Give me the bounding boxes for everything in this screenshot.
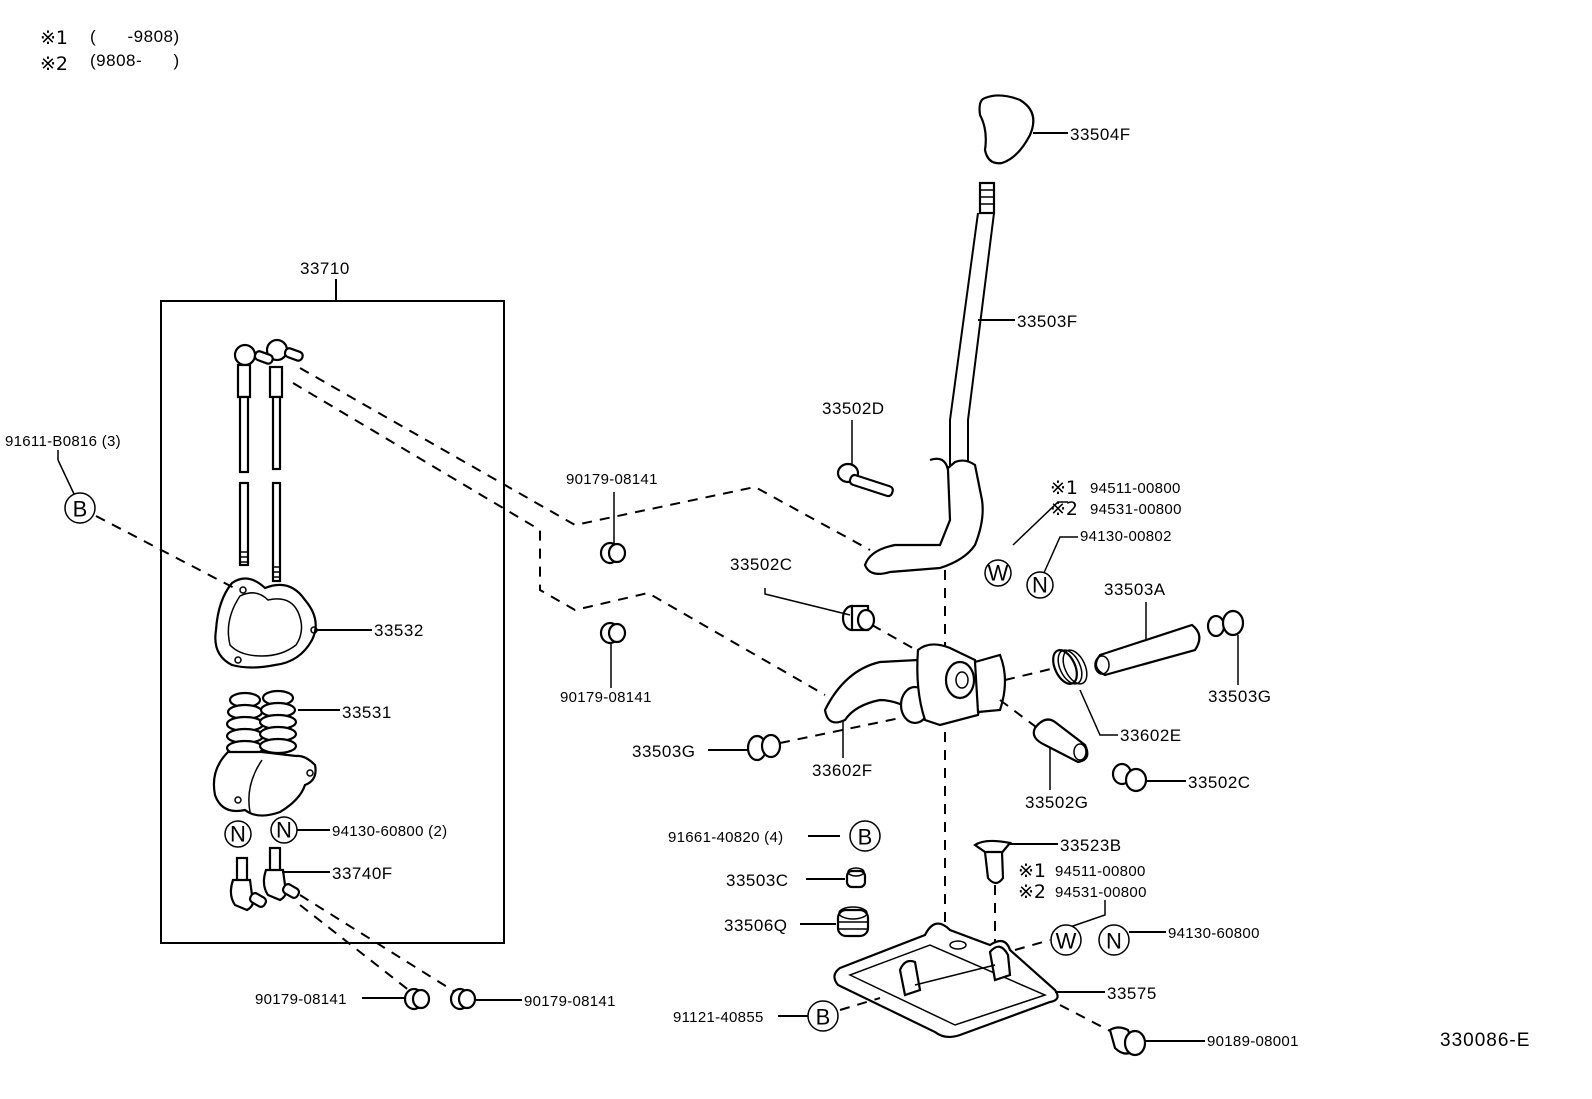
damper-33506Q [800,906,870,938]
nut-symbol-right: N [270,816,298,844]
note-range-2: (9808- ) [90,51,180,70]
label-bolt-b-mid[interactable]: 91661-40820 (4) [668,829,783,846]
boot-33531 [212,689,340,817]
spring-33602E [1052,649,1118,736]
bushing-33503G-right [1206,609,1245,685]
label-33710[interactable]: 33710 [300,259,350,278]
label-33504F[interactable]: 33504F [1070,125,1131,144]
label-bolt-b-lower[interactable]: 91121-40855 [673,1009,764,1026]
shift-knob-33504F [978,94,1068,165]
cable-assembly-box [160,300,505,944]
collar-33502G [1032,718,1089,790]
cable-ends-33740F [229,846,330,912]
label-33523B[interactable]: 33523B [1060,836,1122,855]
nut-symbol-lower: N [1098,924,1130,956]
bushing-33502C-top [764,588,876,632]
applicability-notes: ※1 ( -9808) ※2 (9808- ) [40,27,180,75]
label-33503A[interactable]: 33503A [1104,580,1166,599]
label-clip-upper[interactable]: 90179-08141 [566,471,658,488]
label-33575[interactable]: 33575 [1107,984,1157,1003]
note-mark-1: ※1 [40,27,68,49]
label-33740F[interactable]: 33740F [332,864,393,883]
label-nut-lower[interactable]: 94130-60800 [1168,925,1260,942]
nut-symbol-left: N [224,820,252,848]
label-33503C[interactable]: 33503C [726,871,789,890]
gasket-33532 [214,577,372,669]
bushing-33503C [806,867,867,889]
bolt-symbol-text: B [73,497,88,522]
label-33503G-right[interactable]: 33503G [1208,687,1272,706]
lever-33602F [823,643,1007,758]
bracket-33523B [973,839,1058,885]
bushing-33503G-left [708,733,782,762]
label-33503F[interactable]: 33503F [1017,312,1078,331]
label-washer2-upper[interactable]: 94531-00800 [1090,501,1182,518]
label-clip-90189[interactable]: 90189-08001 [1207,1033,1299,1050]
label-33503G-left[interactable]: 33503G [632,742,696,761]
label-washer2-lower[interactable]: 94531-00800 [1055,884,1147,901]
clip-90189 [1108,1026,1205,1057]
bolt-33502D [836,420,894,498]
label-33502C-top[interactable]: 33502C [730,555,793,574]
pin-33503A [1094,602,1201,677]
washer-symbol-upper: W [984,559,1012,587]
label-nut-upper[interactable]: 94130-00802 [1080,528,1172,545]
label-33531[interactable]: 33531 [342,703,392,722]
nut-symbol-text: N [230,822,246,847]
note-mark-2: ※2 [40,53,68,75]
bolt-symbol-mid: B [849,820,881,852]
washer-symbol-text: W [1056,929,1077,954]
label-clip-lower-left[interactable]: 90179-08141 [255,991,347,1008]
label-nut-cable[interactable]: 94130-60800 (2) [332,823,447,840]
label-clip-middle[interactable]: 90179-08141 [560,689,652,706]
clip-lower-left [403,987,431,1011]
label-bolt-b-left[interactable]: 91611-B0816 (3) [5,433,121,450]
mark-1-lower: ※1 [1018,860,1046,882]
clip-lower-right [449,987,477,1011]
label-washer1-lower[interactable]: 94511-00800 [1055,863,1146,880]
cable-rods [233,338,304,583]
bolt-symbol-left: B [64,492,96,524]
washer-symbol-text: W [988,561,1009,586]
label-washer1-upper[interactable]: 94511-00800 [1090,480,1181,497]
illustration-code: 330086-E [1440,1030,1530,1051]
nut-symbol-upper: N [1026,571,1054,599]
shift-lever-33503F [863,181,1015,575]
nut-symbol-text: N [276,818,292,843]
label-33532[interactable]: 33532 [374,621,424,640]
label-33502C-bottom[interactable]: 33502C [1188,773,1251,792]
base-33575 [833,922,1105,1039]
note-range-1: ( -9808) [90,27,180,46]
mark-1-upper: ※1 [1050,477,1078,499]
bolt-symbol-lower: B [807,1000,839,1032]
cable-assembly-group: 33710 33532 [160,259,505,944]
label-33602E[interactable]: 33602E [1120,726,1182,745]
label-33602F[interactable]: 33602F [812,761,873,780]
clip-upper [599,492,627,565]
nut-symbol-text: N [1106,929,1122,954]
label-33506Q[interactable]: 33506Q [724,916,788,935]
bolt-symbol-text: B [858,825,873,850]
washer-symbol-lower: W [1050,924,1082,956]
mark-2-lower: ※2 [1018,881,1046,903]
nut-symbol-text: N [1032,573,1048,598]
clip-middle [599,621,627,688]
label-33502G[interactable]: 33502G [1025,793,1089,812]
bolt-symbol-text: B [816,1005,831,1030]
bushing-33502C-bottom [1111,762,1186,793]
label-clip-lower-right[interactable]: 90179-08141 [524,993,616,1010]
label-33502D[interactable]: 33502D [822,399,885,418]
